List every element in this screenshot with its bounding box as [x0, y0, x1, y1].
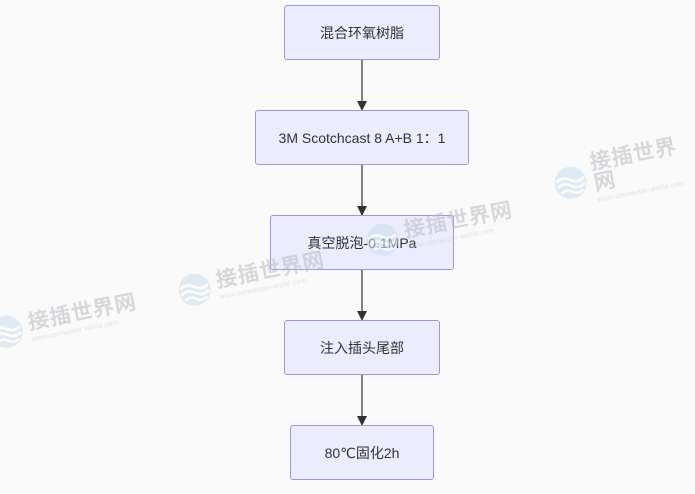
node-label: 注入插头尾部 [320, 339, 404, 356]
node-mix-epoxy[interactable]: 混合环氧树脂 [284, 5, 440, 60]
node-cure[interactable]: 80℃固化2h [290, 425, 434, 480]
node-scotchcast-ratio[interactable]: 3M Scotchcast 8 A+B 1：1 [255, 110, 469, 165]
node-label: 真空脱泡-0.1MPa [307, 234, 417, 251]
node-vacuum-degas[interactable]: 真空脱泡-0.1MPa [270, 215, 454, 270]
node-inject-plug-tail[interactable]: 注入插头尾部 [284, 320, 440, 375]
node-label: 80℃固化2h [324, 444, 400, 461]
node-label: 3M Scotchcast 8 A+B 1：1 [278, 129, 446, 146]
node-label: 混合环氧树脂 [320, 24, 404, 41]
